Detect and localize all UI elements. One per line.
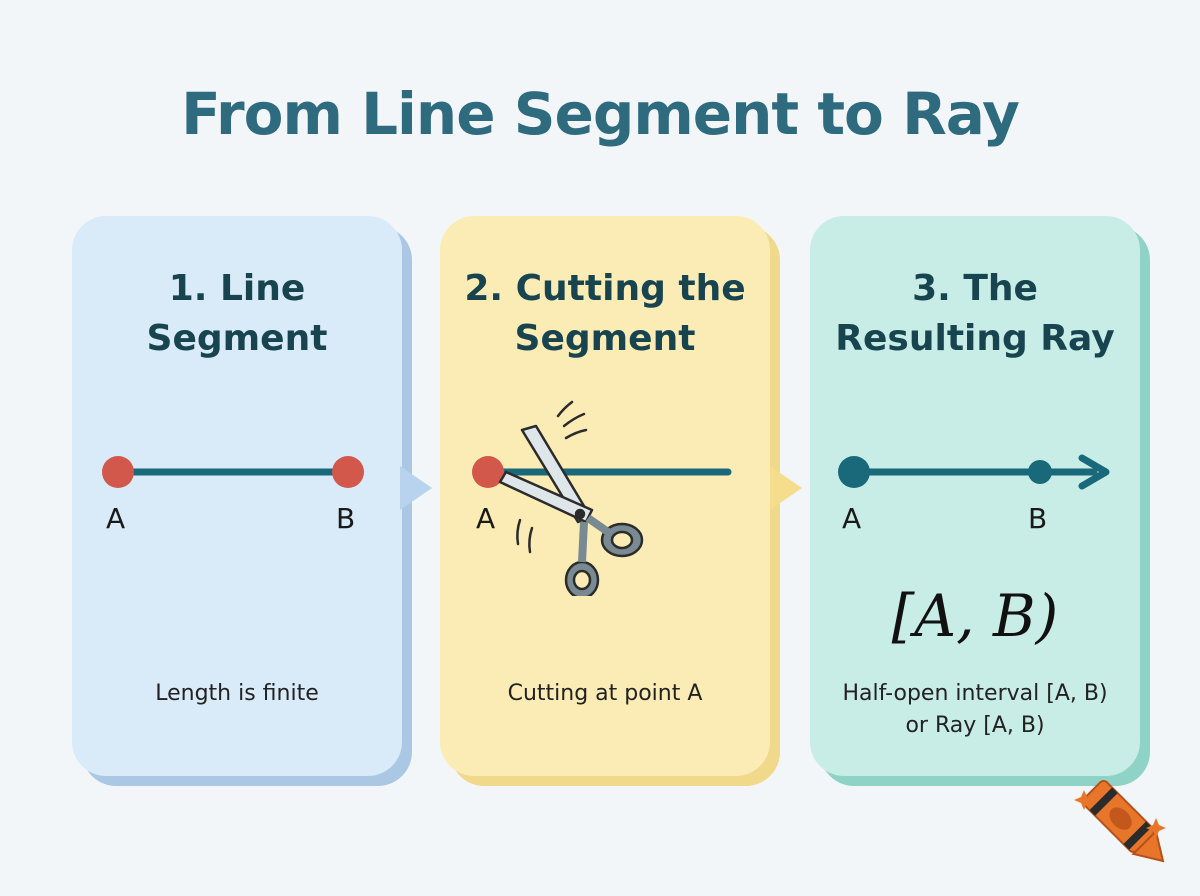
caption-line1: Length is finite	[155, 681, 319, 706]
point-label-a: A	[842, 502, 862, 535]
connector-arrow-2	[770, 466, 802, 510]
interval-notation: [A, B)	[891, 582, 1059, 650]
card-body: 2. Cutting the Segment	[440, 216, 770, 776]
card-caption: Half-open interval [A, B) or Ray [A, B)	[810, 678, 1140, 742]
point-label-b: B	[1028, 502, 1048, 535]
card-resulting-ray: 3. The Resulting Ray A B [A, B) Half-ope…	[810, 216, 1150, 786]
page-title: From Line Segment to Ray	[181, 80, 1020, 148]
point-b	[1028, 460, 1052, 484]
ray-diagram	[838, 454, 1110, 490]
card-title-line1: 3. The	[912, 268, 1038, 309]
card-line-segment: 1. Line Segment A B Length is finite	[72, 216, 412, 786]
caption-line1: Half-open interval [A, B)	[842, 681, 1108, 706]
caption-line1: Cutting at point A	[507, 681, 703, 706]
point-label-b: B	[336, 502, 356, 535]
card-title-line2: Segment	[146, 318, 328, 359]
caption-line2: or Ray [A, B)	[905, 713, 1045, 738]
point-label-a: A	[476, 502, 496, 535]
point-label-a: A	[106, 502, 126, 535]
card-title-line2: Segment	[514, 318, 696, 359]
card-title: 2. Cutting the Segment	[440, 264, 770, 364]
card-caption: Cutting at point A	[440, 678, 770, 710]
sparkle-icon	[1146, 818, 1166, 838]
card-body: 1. Line Segment A B Length is finite	[72, 216, 402, 776]
card-title-line1: 1. Line	[168, 268, 306, 309]
endpoint-a	[472, 456, 504, 488]
card-caption: Length is finite	[72, 678, 402, 710]
cutting-diagram	[472, 400, 732, 596]
endpoint-a	[102, 456, 134, 488]
card-title: 3. The Resulting Ray	[810, 264, 1140, 364]
card-title-line2: Resulting Ray	[835, 318, 1115, 359]
sparkle-icon	[1074, 790, 1094, 810]
card-title-line1: 2. Cutting the	[464, 268, 746, 309]
card-body: 3. The Resulting Ray A B [A, B) Half-ope…	[810, 216, 1140, 776]
endpoint-b	[332, 456, 364, 488]
card-title: 1. Line Segment	[72, 264, 402, 364]
crayon-logo-icon	[1074, 780, 1166, 863]
card-cutting-segment: 2. Cutting the Segment	[440, 216, 780, 786]
ray-arrowhead-icon	[1078, 454, 1110, 490]
endpoint-a-closed	[838, 456, 870, 488]
motion-lines-icon	[516, 400, 588, 554]
connector-arrow-1	[400, 466, 432, 510]
scissors-icon	[498, 424, 644, 596]
segment-diagram	[102, 456, 364, 488]
